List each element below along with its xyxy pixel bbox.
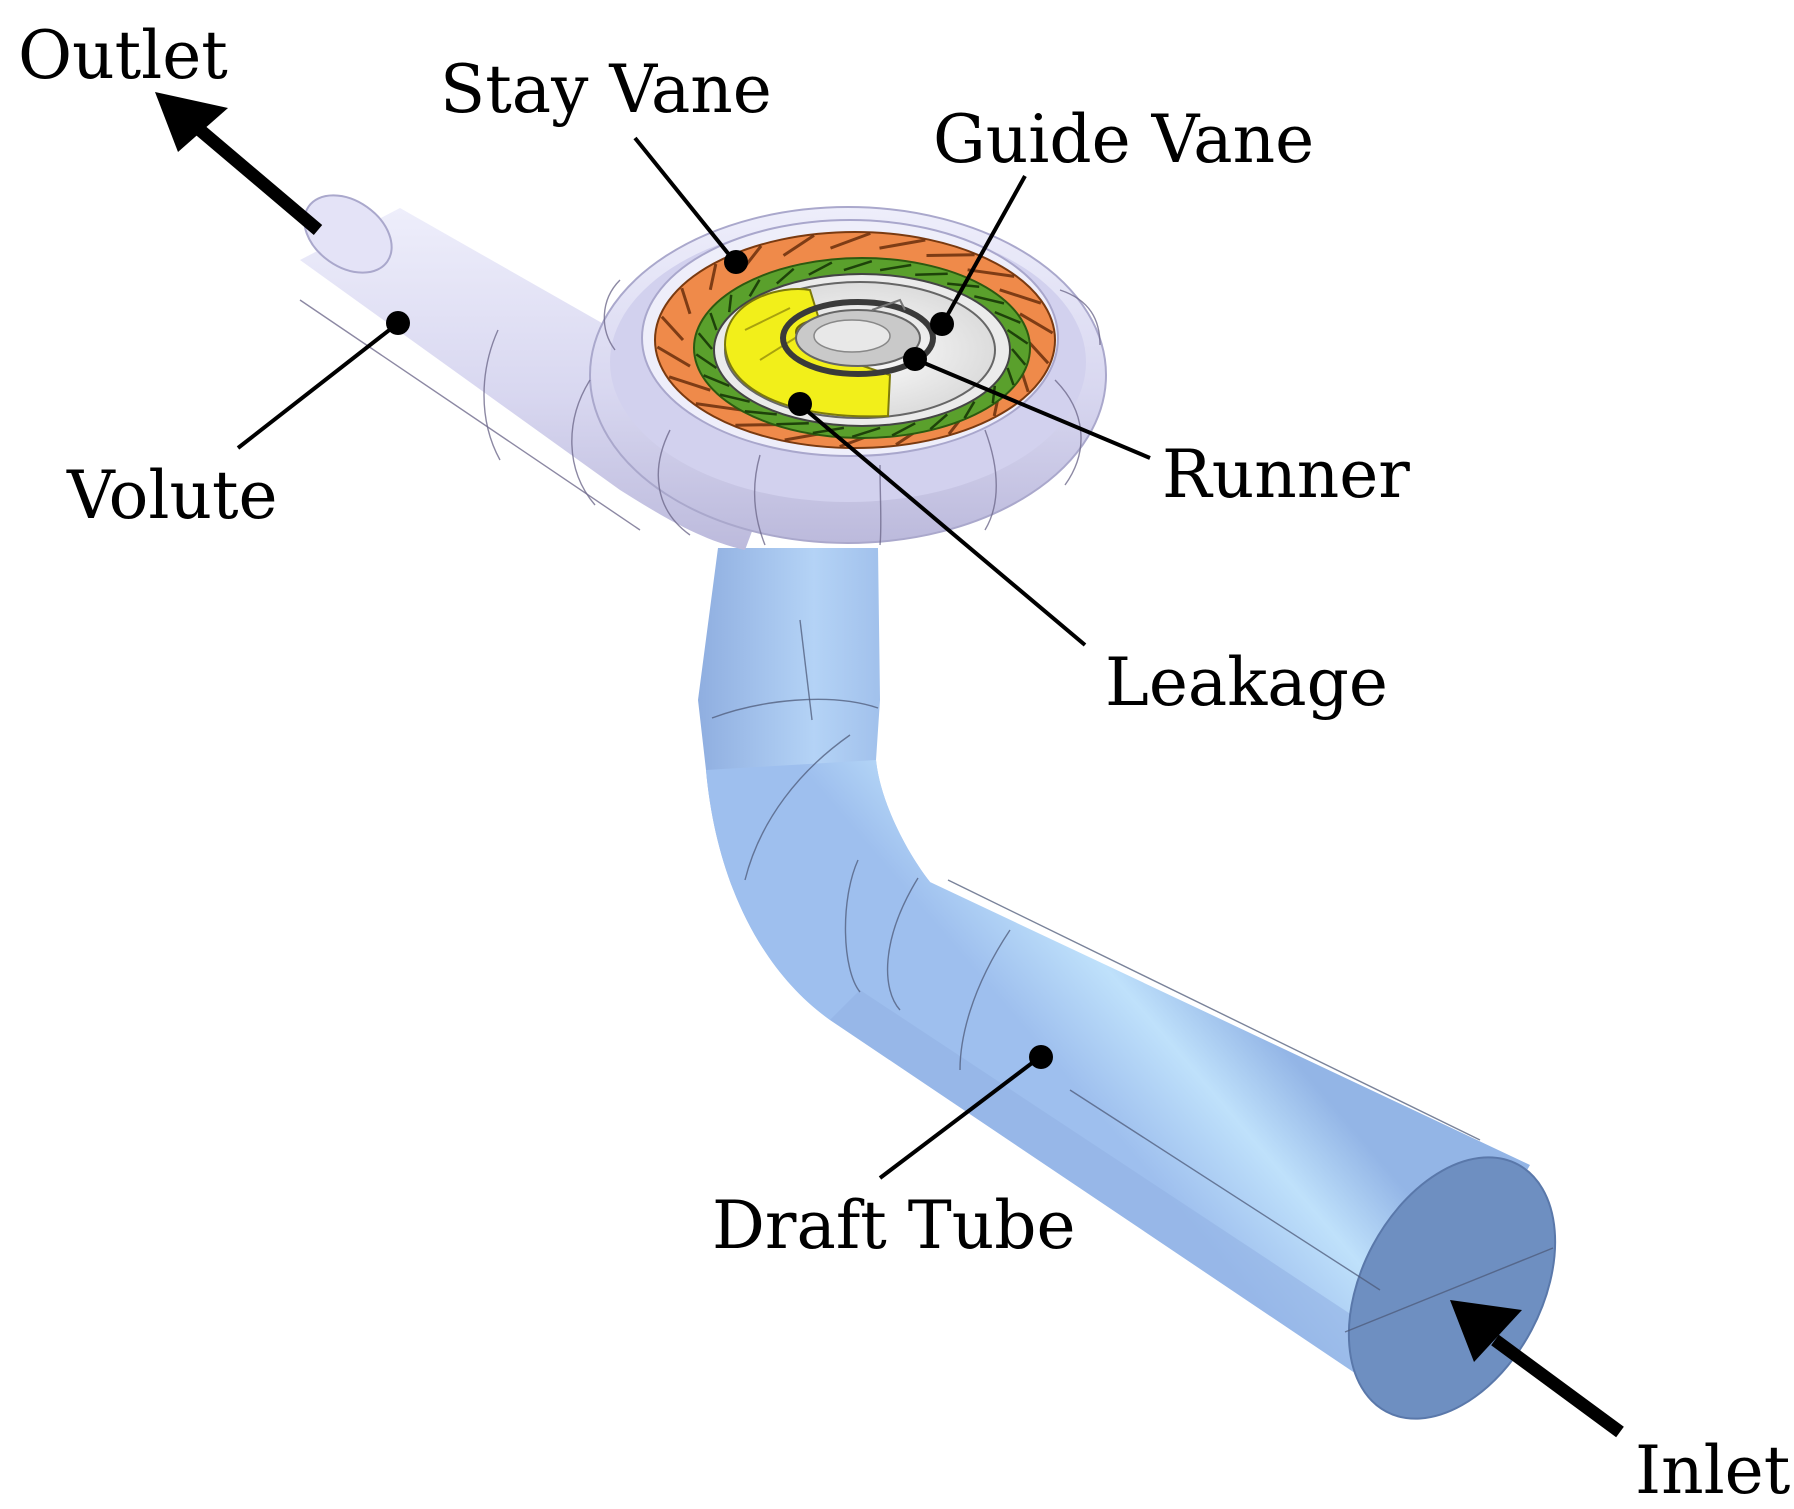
outlet-label: Outlet [18,17,228,94]
guide-vane-blade [748,279,761,297]
stay-vane-blade [660,315,685,342]
guide-vane-blade [703,374,730,388]
guide-vane-leader [930,175,1027,336]
stay-vane-blade [926,253,975,257]
guide-vane-blade [697,332,713,350]
guide-vane-blade [775,267,795,285]
guide-vane-blade [1006,367,1015,386]
guide-vane-blade [994,310,1021,324]
stay-vane-blade [680,287,692,315]
stay-vane-blade [782,234,815,257]
guide-vane-blade [719,393,750,403]
guide-vane-blade [709,312,718,331]
guide-vane-blade [808,261,833,276]
runner-leader [903,347,1151,460]
volute-leader [236,311,410,450]
runner-label: Runner [1162,436,1410,513]
guide-vane-blade [851,426,881,438]
leakage-leader [788,392,1087,647]
stay-vane-blade [879,238,926,250]
guide-vane-blade [929,413,949,431]
inlet-label: Inlet [1635,1432,1790,1509]
leakage-region [780,298,936,377]
guide-vane-blade [776,422,809,426]
stay-vane-label: Stay Vane [440,51,772,128]
guide-vane-blade [974,295,1005,305]
guide-vane-blade [915,272,948,276]
guide-vane-blade [1011,348,1027,366]
stay-vane-blade [999,288,1042,305]
stay-vane-blade [829,231,871,250]
guide-vane-blade [744,410,777,416]
guide-vane-blade [963,401,976,419]
inlet-arrow [1450,1300,1624,1438]
guide-vane-blade [843,260,873,272]
stay-vane-blade [967,268,1015,278]
stay-vane-blade [695,402,743,412]
outlet-arrow [155,92,323,235]
stay-vane-blade [656,345,691,368]
stay-vane-blade [668,375,711,392]
draft-tube-label: Draft Tube [712,1187,1076,1264]
leakage-label: Leakage [1105,644,1388,721]
stay-vane-leader [633,136,748,274]
stay-vane-blade [1019,312,1054,335]
volute-outlet-face [303,194,393,274]
guide-vane-blade [879,263,912,272]
guide-vane-blade [991,385,997,404]
volute-label: Volute [66,457,278,534]
stay-vane-blade [708,263,718,291]
draft-tube-leader [878,1045,1053,1180]
guide-vane-blade [727,294,733,313]
draft-tube-elbow [706,760,1530,1400]
guide-vane-label: Guide Vane [933,101,1314,178]
guide-vane-blade [891,422,916,437]
guide-vane-blade [1006,328,1029,345]
guide-vane-blade [695,353,718,370]
